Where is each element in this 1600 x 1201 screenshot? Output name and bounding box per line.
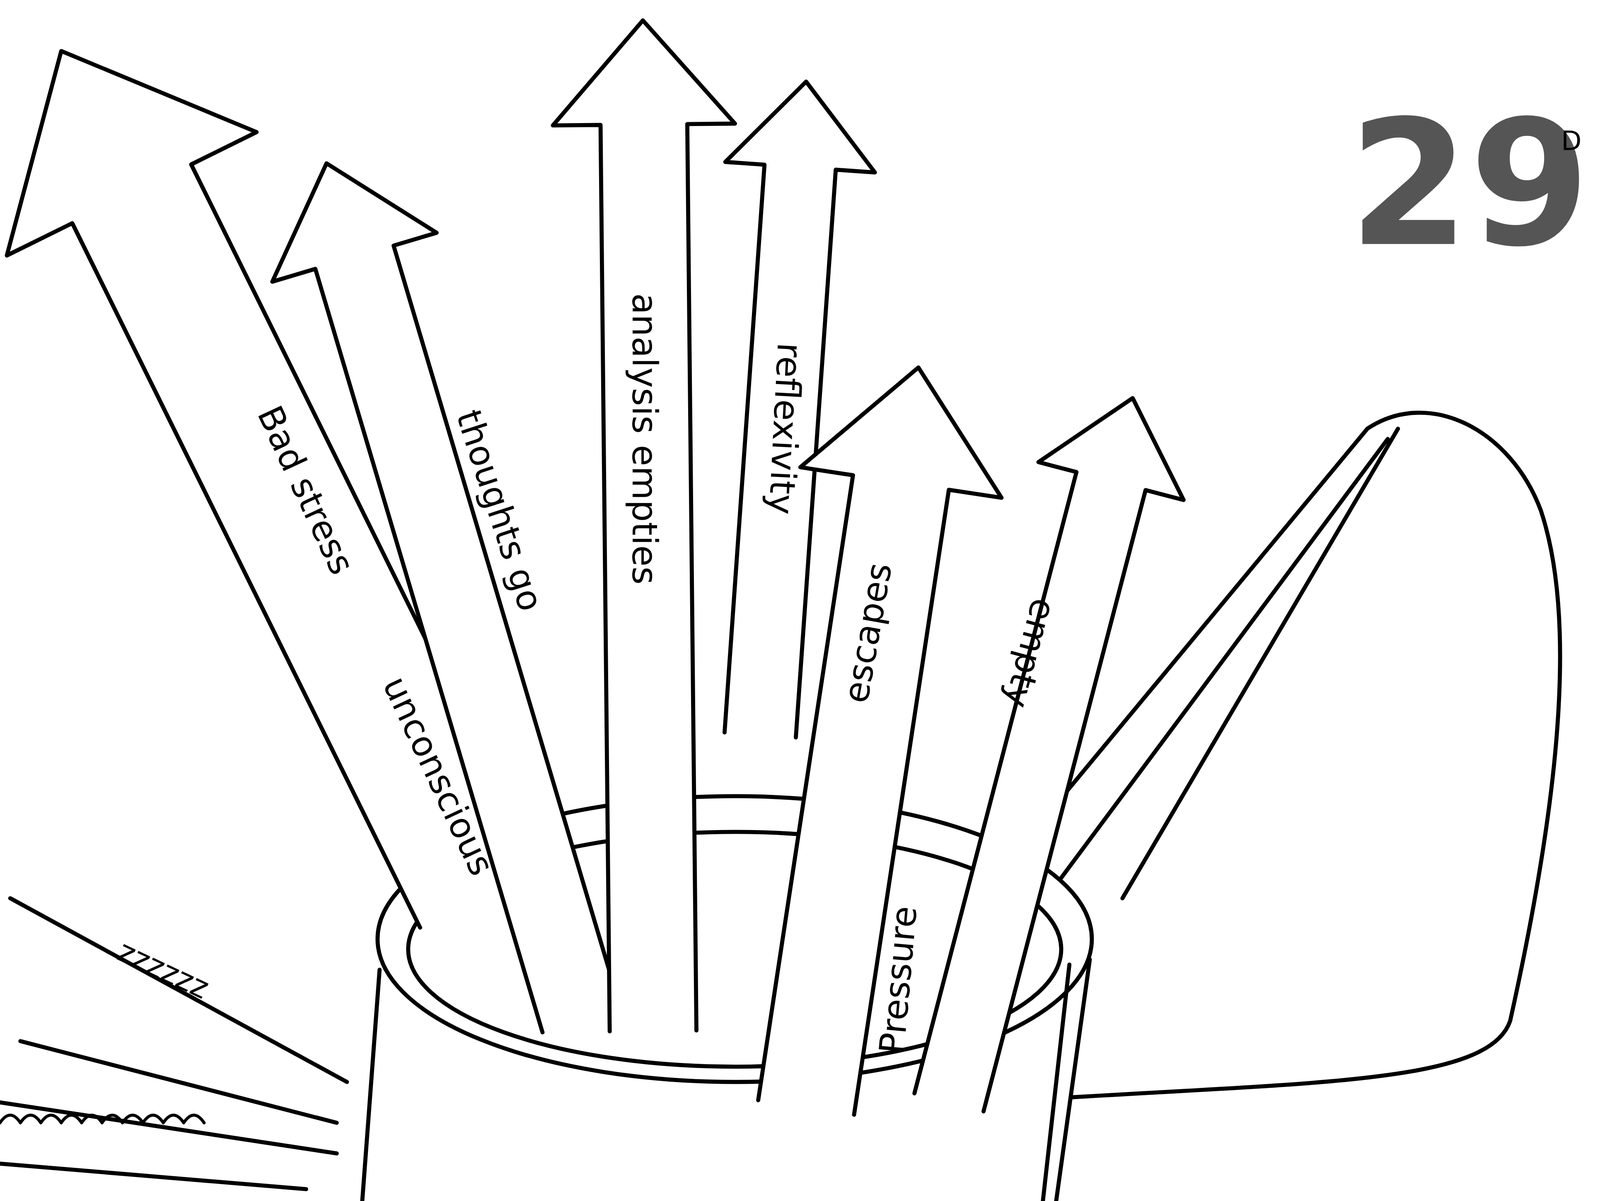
arrow-label: zzzzzz — [113, 935, 214, 1004]
page-number: 29 — [1348, 96, 1591, 271]
arrow-label: D — [1561, 127, 1582, 155]
sketch-arrow — [914, 398, 1184, 1112]
arrow-label: analysis empties — [627, 292, 663, 585]
book-lines — [0, 897, 347, 1189]
book-scribble — [0, 1114, 205, 1123]
sketch-arrow — [552, 20, 735, 1031]
arrow-label: reflexivity — [763, 341, 808, 516]
sketch-arrow — [272, 163, 621, 1033]
